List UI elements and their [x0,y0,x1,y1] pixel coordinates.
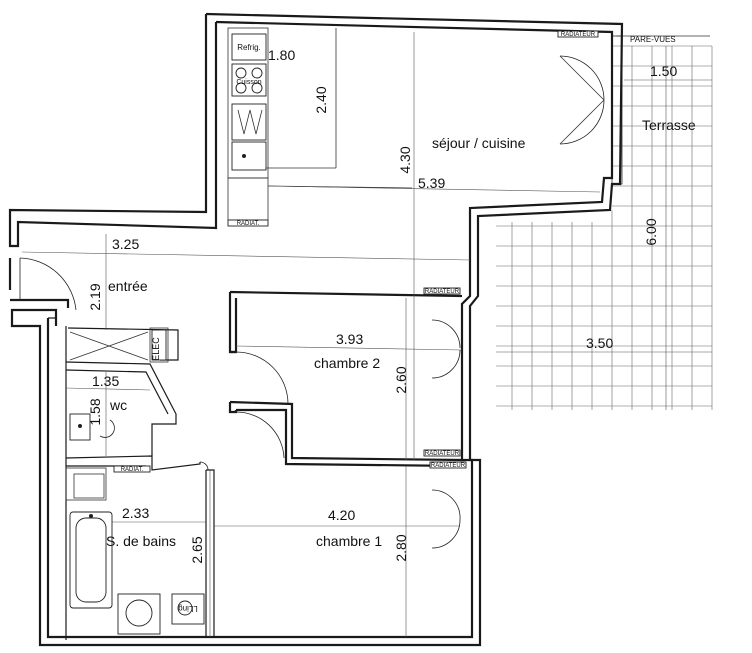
room-label-chambre2: chambre 2 [314,355,380,371]
dim-terrasse-top: 1.50 [650,63,677,79]
radiator-bains-icon [113,465,151,473]
radiator-bains-label: RADIAT. [121,467,144,473]
dim-chambre1-width: 4.20 [328,507,355,523]
room-labels: séjour / cuisine Terrasse entrée chambre… [106,117,696,549]
dim-entree-width: 3.25 [112,236,139,252]
room-label-wc: wc [109,397,127,413]
radiator-c1b-label: RADIATEUR [431,463,466,469]
elec-label: ELEC [151,337,161,361]
radiator-kitchen-icon [227,219,269,227]
cooktop-label: Cuisson [236,79,261,86]
radiators: RADIATEUR RADIAT. RADIATEUR RADIATEUR RA… [113,30,599,473]
radiator-chambre2-label: RADIATEUR [425,289,460,295]
dim-wc-height: 1.58 [87,398,103,425]
dim-kitchen-width: 1.80 [268,47,295,63]
pare-vues-label: PARE-VUES [630,35,676,44]
dim-chambre2-width: 3.93 [336,331,363,347]
radiator-c1a-label: RADIATEUR [425,451,460,457]
room-label-sejour: séjour / cuisine [432,135,526,151]
dim-entree-height: 2.19 [87,283,103,310]
room-label-bains: S. de bains [106,533,176,549]
dim-sejour-height: 4.30 [397,146,413,173]
dim-kitchen-depth: 2.40 [313,86,329,113]
elec-panel-icon [151,329,167,361]
radiator-chambre2-icon [423,287,461,295]
radiator-sejour-label: RADIATEUR [561,32,596,38]
lave-linge-label: LLing [178,604,198,613]
sink-icon [231,141,267,171]
dim-bains-height: 2.65 [189,536,205,563]
fixtures: Refrig. Cuisson [69,33,267,635]
radiator-c1b-icon [429,461,467,469]
dim-terrasse-width: 3.50 [586,335,613,351]
fridge-label: Refrig. [237,43,261,52]
dim-chambre2-height: 2.60 [393,366,409,393]
dim-chambre1-height: 2.80 [393,534,409,561]
radiator-c1a-icon [423,449,461,457]
radiator-sejour-icon [557,30,599,38]
dim-wc-width: 1.35 [92,373,119,389]
doors [19,55,605,549]
dim-bains-width: 2.33 [122,505,149,521]
fridge-icon [231,33,267,61]
walls [8,12,624,647]
dim-terrasse-height: 6.00 [643,218,659,245]
dim-sejour-width: 5.39 [418,175,445,191]
dimension-labels: 1.80 2.40 4.30 5.39 1.50 6.00 3.50 3.25 … [87,47,677,564]
radiator-kitchen-label: RADIAT. [237,221,260,227]
room-label-terrasse: Terrasse [642,117,696,133]
room-label-chambre1: chambre 1 [316,533,382,549]
misc-labels: ELEC PARE-VUES LLing [151,35,676,613]
room-label-entree: entrée [108,278,148,294]
dishwasher-icon [231,103,267,141]
terrasse-tiling [496,35,713,410]
